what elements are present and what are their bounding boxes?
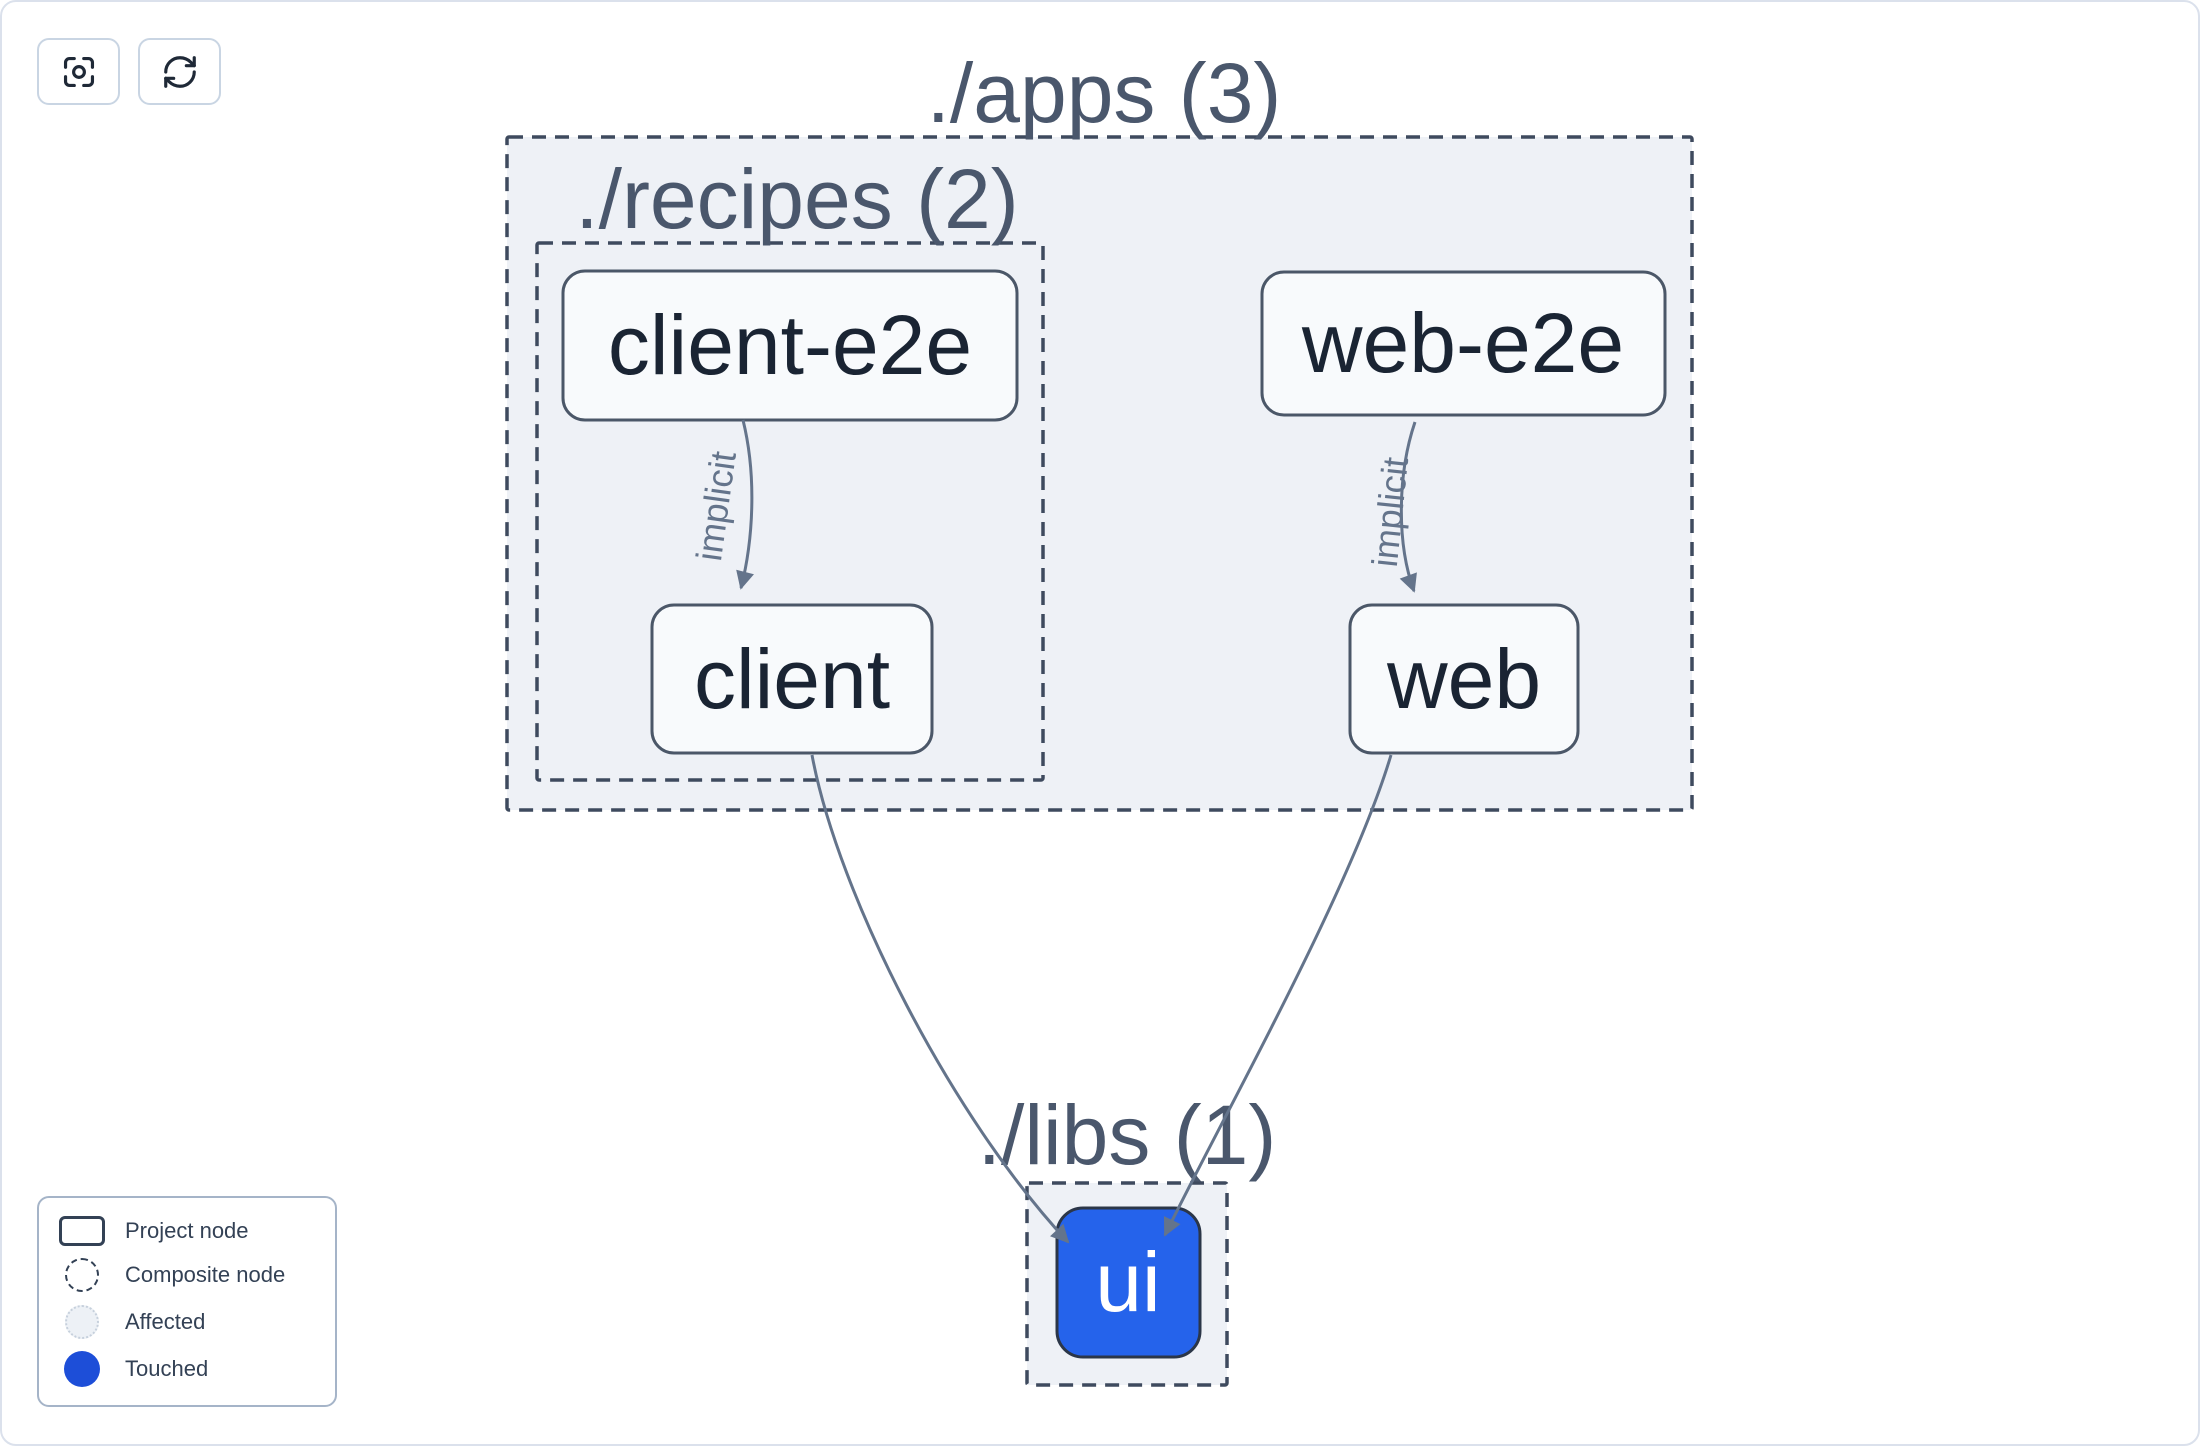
legend-label: Composite node [125,1262,286,1288]
legend-item-composite-node: Composite node [39,1258,335,1293]
edge-web-to-ui [1163,754,1393,1237]
node-label-web-e2e: web-e2e [1301,296,1624,390]
node-client-e2e[interactable]: client-e2e [561,269,1019,422]
node-label-ui: ui [1095,1235,1160,1329]
composite-node-swatch-icon [65,1258,99,1293]
node-label-client-e2e: client-e2e [608,298,972,392]
node-web-e2e[interactable]: web-e2e [1260,270,1667,417]
legend-label: Affected [125,1308,206,1334]
node-label-web: web [1386,632,1541,726]
refresh-graph-button[interactable] [138,38,221,105]
group-label-apps: ./apps (3) [927,46,1282,140]
touched-swatch-icon [64,1350,100,1387]
legend-item-project-node: Project node [39,1216,335,1247]
affected-swatch-icon [65,1304,99,1339]
legend-item-affected: Affected [39,1304,335,1339]
legend-label: Project node [125,1218,249,1244]
group-label-libs: ./libs (1) [978,1088,1277,1182]
refresh-icon [163,55,196,88]
node-ui[interactable]: ui [1055,1206,1202,1359]
legend-label: Touched [125,1355,209,1381]
graph-legend: Project node Composite node Affected Tou… [37,1196,337,1407]
edge-client-e2e-to-client [736,419,754,590]
node-client[interactable]: client [650,603,934,755]
group-label-recipes: ./recipes (2) [575,152,1018,246]
node-web[interactable]: web [1348,603,1580,755]
edge-client-to-ui [810,754,1070,1244]
focus-icon [63,56,94,87]
edge-web-e2e-to-web [1399,421,1417,593]
center-graph-button[interactable] [37,38,120,105]
project-node-swatch-icon [59,1216,105,1247]
legend-item-touched: Touched [39,1350,335,1387]
node-label-client: client [694,632,890,726]
